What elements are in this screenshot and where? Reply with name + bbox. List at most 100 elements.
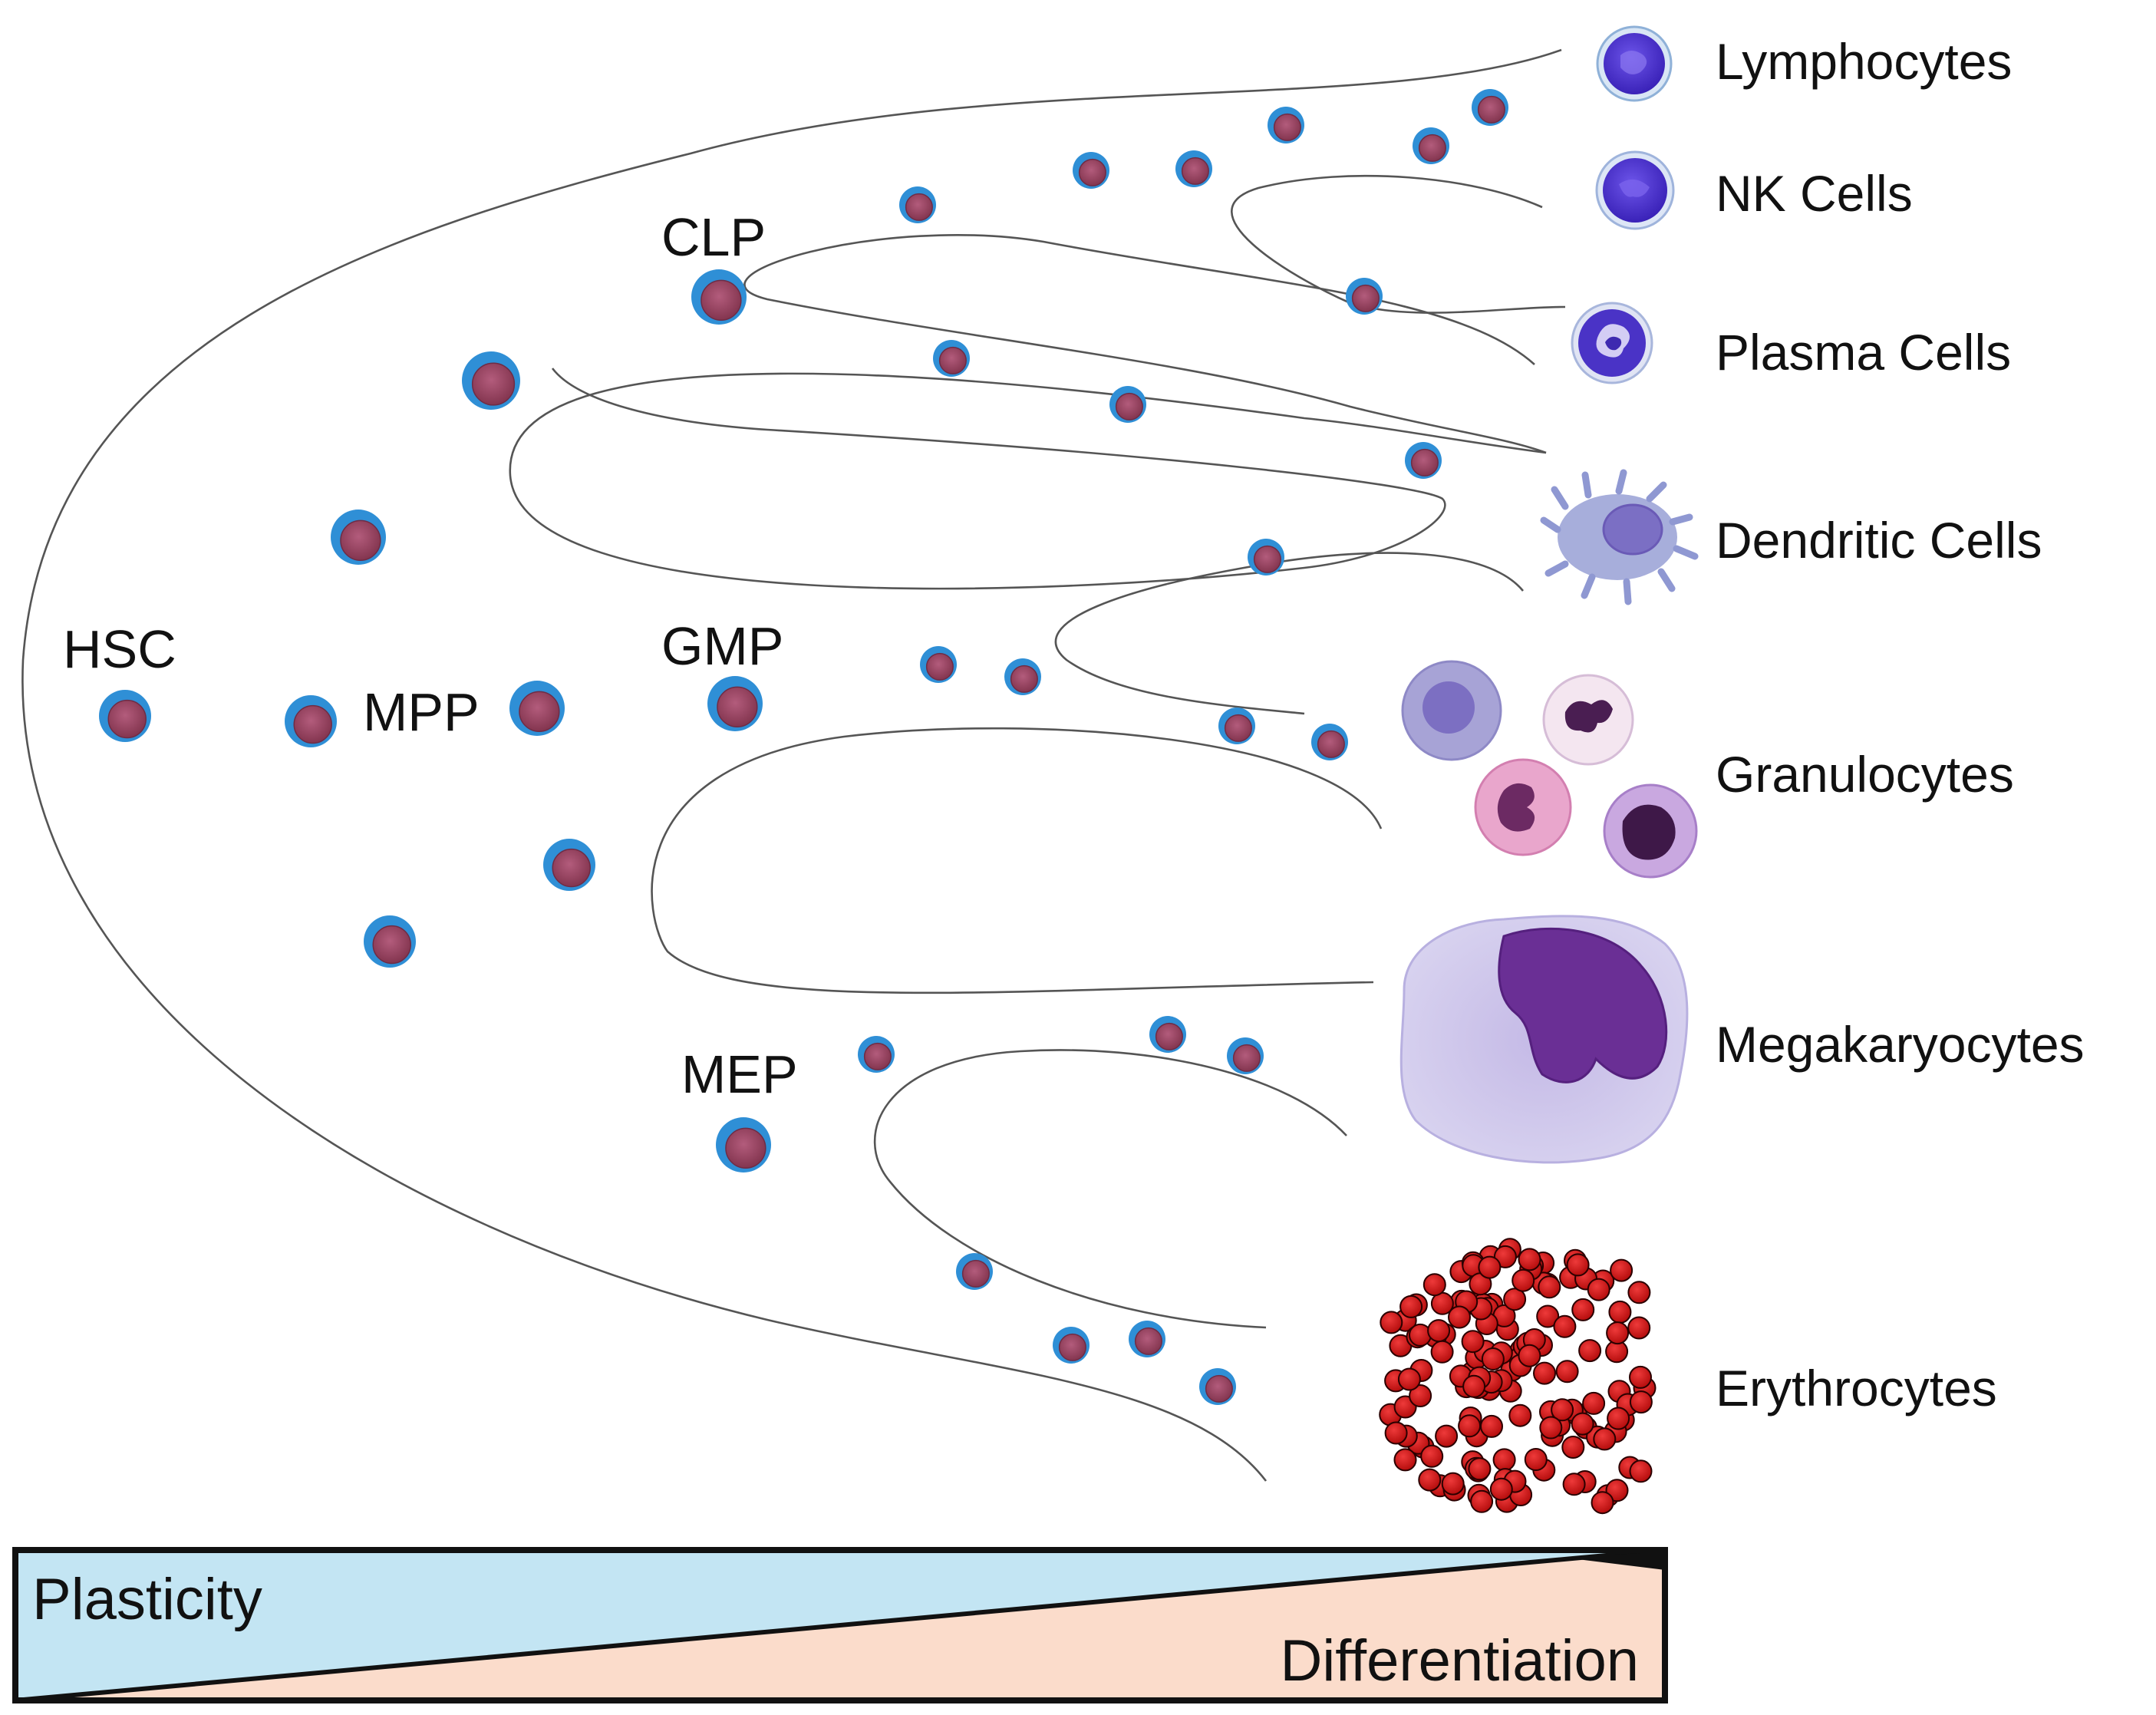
erythrocyte xyxy=(1430,1340,1454,1364)
erythrocyte xyxy=(1409,1384,1432,1407)
erythrocyte xyxy=(1629,1365,1652,1389)
erythrocyte xyxy=(1578,1339,1602,1363)
progenitor-cell xyxy=(509,681,565,736)
progenitor-cell xyxy=(1472,89,1508,126)
erythrocyte xyxy=(1553,1314,1577,1338)
erythrocyte xyxy=(1418,1468,1442,1492)
progenitor-cell xyxy=(285,695,337,747)
erythrocyte xyxy=(1427,1319,1451,1343)
progenitor-cell xyxy=(364,915,416,968)
erythrocyte xyxy=(1538,1275,1561,1299)
megakaryocyte-icon xyxy=(1399,915,1689,1164)
stage-label-mep: MEP xyxy=(681,1044,798,1104)
erythrocyte xyxy=(1493,1245,1517,1268)
cell-type-label: Dendritic Cells xyxy=(1716,512,2042,569)
stage-label-hsc: HSC xyxy=(63,619,176,679)
erythrocyte xyxy=(1606,1321,1630,1345)
erythrocyte xyxy=(1587,1278,1610,1301)
erythrocyte xyxy=(1629,1390,1653,1414)
erythrocyte xyxy=(1489,1477,1513,1501)
erythrocyte xyxy=(1503,1288,1527,1311)
erythrocyte xyxy=(1481,1347,1505,1370)
dendritic-branch-loop xyxy=(1054,552,1525,715)
progenitor-cell xyxy=(1218,707,1255,744)
erythrocyte xyxy=(1627,1281,1651,1304)
lymphoid-inner-loop xyxy=(1231,174,1566,314)
erythrocyte xyxy=(1518,1344,1541,1367)
erythrocyte xyxy=(1508,1403,1532,1427)
erythrocyte xyxy=(1555,1360,1579,1384)
progenitor-cell xyxy=(956,1253,993,1290)
erythrocyte xyxy=(1518,1248,1541,1271)
erythrocyte xyxy=(1566,1253,1590,1277)
erythrocyte xyxy=(1480,1414,1503,1438)
erythrocyte xyxy=(1571,1412,1594,1436)
progenitor-cells xyxy=(99,89,1508,1405)
myeloid-lymphoid-loop xyxy=(509,368,1547,590)
progenitor-cell xyxy=(858,1036,895,1073)
stage-labels: HSC MPP CLP GMP MEP xyxy=(63,207,798,1104)
plasticity-label: Plasticity xyxy=(32,1567,262,1632)
progenitor-cell xyxy=(1073,152,1109,189)
erythrocyte xyxy=(1533,1361,1556,1385)
erythrocyte xyxy=(1607,1407,1630,1430)
erythrocytes-icon xyxy=(1379,1238,1657,1515)
progenitor-cell xyxy=(1248,539,1284,576)
progenitor-cell xyxy=(920,646,957,683)
lineage-tree-lines xyxy=(21,48,1566,1482)
progenitor-cell xyxy=(1149,1016,1186,1053)
erythrocyte xyxy=(1536,1304,1560,1328)
cell-type-label: Granulocytes xyxy=(1716,746,2014,803)
erythrocyte xyxy=(1582,1391,1606,1415)
erythrocyte xyxy=(1420,1444,1444,1468)
erythrocyte xyxy=(1562,1473,1586,1496)
erythrocyte xyxy=(1610,1258,1633,1282)
erythrocyte xyxy=(1468,1457,1492,1481)
erythrocyte xyxy=(1397,1367,1421,1391)
cell-type-labels: Lymphocytes NK Cells Plasma Cells Dendri… xyxy=(1716,33,2085,1417)
erythrocyte xyxy=(1524,1448,1548,1471)
progenitor-cell xyxy=(707,676,763,731)
stage-label-mpp: MPP xyxy=(363,682,480,742)
erythrocyte xyxy=(1478,1255,1502,1279)
stage-label-clp: CLP xyxy=(661,207,766,267)
progenitor-cell xyxy=(691,269,747,325)
nk-cell-icon xyxy=(1595,150,1675,230)
progenitor-cell xyxy=(99,690,151,742)
cell-type-label: Plasma Cells xyxy=(1716,324,2011,381)
progenitor-cell xyxy=(1413,127,1449,164)
outer-lineage-boundary xyxy=(21,48,1562,1482)
stage-label-gmp: GMP xyxy=(661,616,783,676)
progenitor-cell xyxy=(1199,1368,1236,1405)
erythrocyte xyxy=(1512,1268,1535,1292)
cell-type-label: Erythrocytes xyxy=(1716,1360,1997,1417)
erythrocyte xyxy=(1380,1311,1403,1334)
erythrocyte xyxy=(1539,1416,1563,1440)
progenitor-cell xyxy=(1053,1327,1090,1364)
progenitor-cell xyxy=(462,351,520,410)
cell-type-label: Lymphocytes xyxy=(1716,33,2012,90)
differentiation-label: Differentiation xyxy=(1280,1628,1639,1694)
erythrocyte xyxy=(1462,1374,1486,1398)
progenitor-cell xyxy=(1227,1037,1264,1074)
erythrocyte xyxy=(1399,1294,1423,1318)
gmp-mep-loop xyxy=(651,727,1383,994)
dendritic-cell-icon xyxy=(1540,469,1699,605)
progenitor-cell xyxy=(1175,150,1212,187)
plasticity-differentiation-bar: Plasticity Differentiation xyxy=(12,1547,1668,1703)
erythrocyte xyxy=(1448,1305,1471,1329)
erythrocyte xyxy=(1435,1424,1459,1448)
cell-type-label: NK Cells xyxy=(1716,165,1913,222)
erythrocyte xyxy=(1593,1427,1617,1451)
progenitor-cell xyxy=(1129,1321,1165,1357)
erythrocyte xyxy=(1591,1491,1614,1515)
progenitor-cell xyxy=(1311,724,1348,760)
erythrocyte xyxy=(1470,1489,1494,1513)
cell-type-label: Megakaryocytes xyxy=(1716,1016,2085,1073)
erythrocyte xyxy=(1551,1398,1574,1422)
lymphocyte-icon xyxy=(1596,25,1673,102)
progenitor-cell xyxy=(1268,107,1304,143)
progenitor-cell xyxy=(1346,278,1383,315)
erythrocyte xyxy=(1629,1459,1653,1483)
